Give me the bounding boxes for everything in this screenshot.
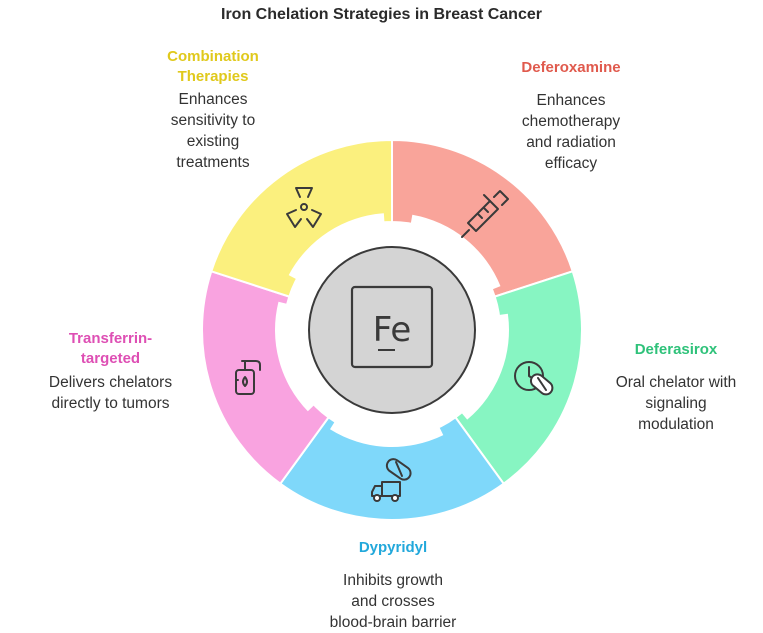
desc-deferasirox: Oral chelator with signaling modulation <box>615 374 737 433</box>
heading-dypyridyl: Dypyridyl <box>358 539 428 556</box>
pill-truck-icon <box>371 458 412 502</box>
inner-ring-arc <box>406 214 501 299</box>
iv-drip-icon <box>235 360 261 395</box>
label-deferasirox: Deferasirox Oral chelator with signaling… <box>596 340 756 435</box>
label-deferoxamine: Deferoxamine Enhances chemotherapy and r… <box>486 58 656 174</box>
center-hub <box>308 246 476 414</box>
desc-deferoxamine: Enhances chemotherapy and radiation effi… <box>521 92 621 172</box>
syringe-icon <box>461 190 509 238</box>
heading-combination: Combination Therapies <box>167 48 259 85</box>
heading-deferasirox: Deferasirox <box>634 341 718 358</box>
label-dypyridyl: Dypyridyl Inhibits growth and crosses bl… <box>303 538 483 633</box>
heading-transferrin: Transferrin- targeted <box>68 330 153 367</box>
iron-element-icon: Fe <box>350 285 434 369</box>
desc-combination: Enhances sensitivity to existing treatme… <box>170 91 256 171</box>
pill-clock-icon <box>514 361 554 396</box>
diagram-title: Iron Chelation Strategies in Breast Canc… <box>221 6 542 23</box>
desc-dypyridyl: Inhibits growth and crosses blood-brain … <box>329 572 457 631</box>
inner-ring-arc <box>275 301 332 412</box>
desc-transferrin: Delivers chelators directly to tumors <box>48 374 173 412</box>
inner-ring-arc <box>288 213 387 291</box>
inner-ring-arc <box>329 401 444 447</box>
heading-deferoxamine: Deferoxamine <box>521 59 621 76</box>
label-combination: Combination Therapies Enhances sensitivi… <box>133 47 293 173</box>
inner-ring-arc <box>445 313 509 420</box>
label-transferrin: Transferrin- targeted Delivers chelators… <box>28 329 193 414</box>
radiation-icon <box>286 187 322 228</box>
center-symbol: Fe <box>373 310 412 350</box>
